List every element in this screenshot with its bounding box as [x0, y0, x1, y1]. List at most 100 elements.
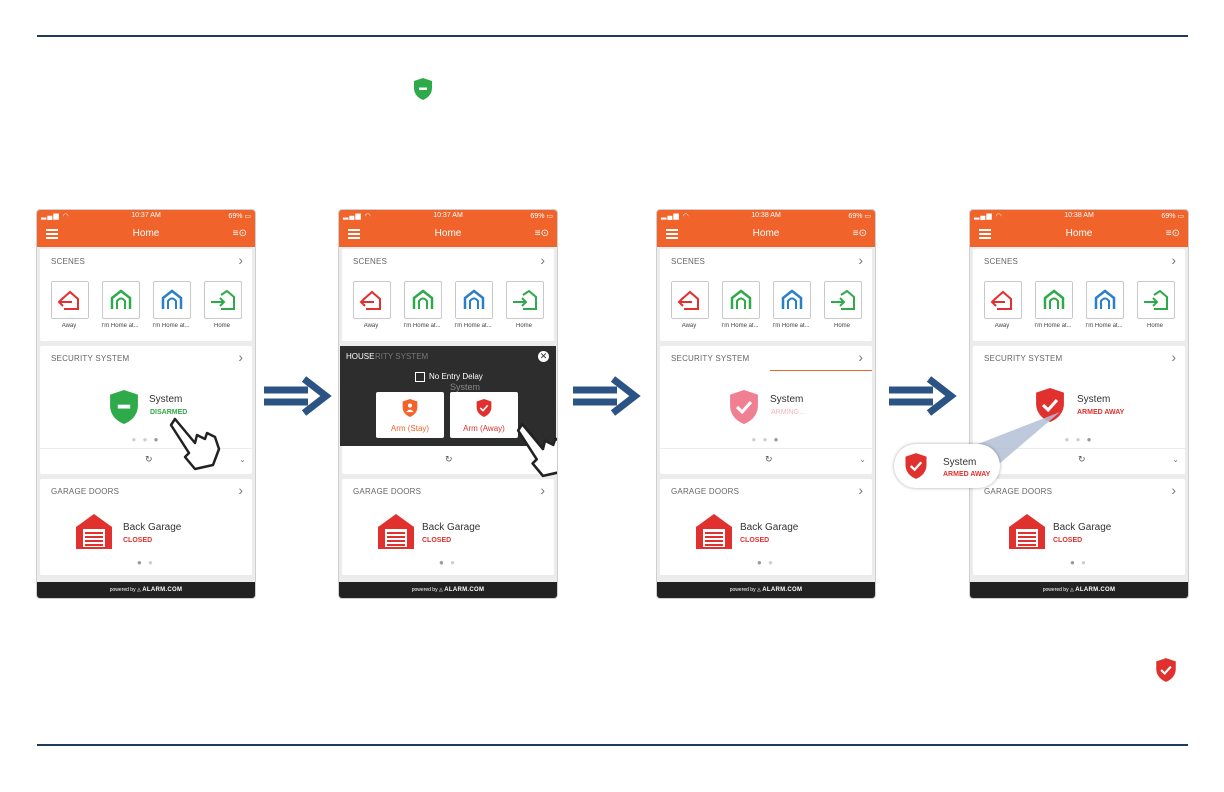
tasks-icon[interactable]: ≡⊙ — [232, 228, 247, 239]
scene-home-button[interactable] — [1137, 281, 1175, 319]
refresh-icon[interactable]: ↻ — [1078, 454, 1086, 464]
shield-disarmed-icon — [414, 78, 432, 100]
menu-icon[interactable] — [46, 229, 58, 239]
status-bar: ▂▄▆ ◠ 10:37 AM 69% ▭ — [339, 210, 557, 223]
scene-label: Home — [515, 323, 532, 329]
garage-state: CLOSED — [740, 537, 770, 544]
scenes-header: SCENES — [984, 257, 1019, 266]
refresh-icon[interactable]: ↻ — [445, 454, 453, 464]
nav-title: Home — [752, 228, 780, 239]
signal-icon: ▂▄▆ ◠ — [343, 213, 372, 220]
chevron-down-icon[interactable]: ⌄ — [239, 455, 246, 464]
bottom-rule — [37, 744, 1188, 746]
scene-away-button[interactable] — [671, 281, 709, 319]
scene-label: I'm Home at... — [403, 323, 441, 329]
garage-door-icon[interactable] — [74, 511, 114, 551]
armed-status-callout: System ARMED AWAY — [894, 444, 1000, 488]
garage-name: Back Garage — [123, 522, 182, 533]
chevron-down-icon[interactable]: ⌄ — [1172, 455, 1179, 464]
garage-state: CLOSED — [123, 537, 153, 544]
scene-label: I'm Home at... — [772, 323, 810, 329]
menu-icon[interactable] — [979, 229, 991, 239]
chevron-right-icon[interactable]: › — [858, 349, 863, 365]
night-scene-icon — [463, 289, 485, 309]
arm-away-button[interactable]: Arm (Away) — [450, 392, 518, 438]
scenes-header: SCENES — [353, 257, 388, 266]
stay-scene-icon — [1043, 289, 1065, 309]
scene-home-stay-button[interactable] — [722, 281, 760, 319]
chevron-right-icon[interactable]: › — [1171, 482, 1176, 498]
scene-home-stay-button[interactable] — [404, 281, 442, 319]
scene-home-night-button[interactable] — [153, 281, 191, 319]
pager-dots: ● ● ● — [1064, 435, 1094, 444]
chevron-right-icon[interactable]: › — [1171, 252, 1176, 268]
scene-home-button[interactable] — [824, 281, 862, 319]
chevron-right-icon[interactable]: › — [238, 252, 243, 268]
scene-home-night-button[interactable] — [455, 281, 493, 319]
callout-system-state: ARMED AWAY — [943, 471, 991, 478]
footer-brand: powered by ◬ ALARM.COM — [970, 582, 1188, 598]
no-entry-delay-checkbox[interactable] — [415, 372, 425, 382]
tasks-icon[interactable]: ≡⊙ — [1165, 228, 1180, 239]
refresh-icon[interactable]: ↻ — [145, 454, 153, 464]
chevron-right-icon[interactable]: › — [858, 482, 863, 498]
away-scene-icon — [359, 290, 381, 310]
status-bar: ▂▄▆ ◠ 10:38 AM 69% ▭ — [970, 210, 1188, 223]
chevron-down-icon[interactable]: ⌄ — [859, 455, 866, 464]
menu-icon[interactable] — [666, 229, 678, 239]
garage-door-icon[interactable] — [376, 511, 416, 551]
background-text: RITY SYSTEM — [375, 352, 429, 361]
scene-home-button[interactable] — [506, 281, 544, 319]
scene-away-button[interactable] — [984, 281, 1022, 319]
footer-brand: powered by ◬ ALARM.COM — [657, 582, 875, 598]
scene-away-button[interactable] — [353, 281, 391, 319]
home-scene-icon — [831, 289, 855, 310]
no-entry-delay-label: No Entry Delay — [429, 372, 483, 381]
arm-stay-label: Arm (Stay) — [390, 424, 430, 433]
card-divider — [660, 448, 872, 449]
garage-state: CLOSED — [1053, 537, 1083, 544]
arrow-right-icon — [889, 376, 957, 416]
scene-label: Home — [1146, 323, 1163, 329]
chevron-right-icon[interactable]: › — [858, 252, 863, 268]
scene-label: I'm Home at... — [1034, 323, 1072, 329]
pager-dots: ● ● ● — [751, 435, 781, 444]
arming-progress-bar — [770, 370, 872, 371]
menu-icon[interactable] — [348, 229, 360, 239]
shield-arming-icon[interactable] — [727, 388, 761, 426]
garage-header: GARAGE DOORS — [984, 487, 1053, 496]
shield-disarmed-icon[interactable] — [107, 388, 141, 426]
scenes-card: SCENES › Away I'm Home at... I'm Home at… — [660, 249, 872, 341]
scene-home-night-button[interactable] — [773, 281, 811, 319]
night-scene-icon — [1094, 289, 1116, 309]
chevron-right-icon[interactable]: › — [238, 482, 243, 498]
tasks-icon[interactable]: ≡⊙ — [534, 228, 549, 239]
pager-dots: ● ● — [757, 558, 775, 567]
close-icon[interactable]: ✕ — [538, 351, 549, 362]
scene-home-button[interactable] — [204, 281, 242, 319]
garage-header: GARAGE DOORS — [51, 487, 120, 496]
tasks-icon[interactable]: ≡⊙ — [852, 228, 867, 239]
garage-door-icon[interactable] — [1007, 511, 1047, 551]
signal-icon: ▂▄▆ ◠ — [661, 213, 690, 220]
chevron-right-icon[interactable]: › — [1171, 349, 1176, 365]
scene-label: Away — [994, 323, 1010, 329]
shield-stay-icon — [402, 399, 418, 417]
chevron-right-icon[interactable]: › — [540, 482, 545, 498]
scene-home-night-button[interactable] — [1086, 281, 1124, 319]
nav-bar: Home ≡⊙ — [970, 223, 1188, 247]
zoom-wedge — [978, 412, 1060, 470]
arm-stay-button[interactable]: Arm (Stay) — [376, 392, 444, 438]
night-scene-icon — [781, 289, 803, 309]
pager-dots: ● ● ● — [131, 435, 161, 444]
refresh-icon[interactable]: ↻ — [765, 454, 773, 464]
scene-away-button[interactable] — [51, 281, 89, 319]
garage-name: Back Garage — [740, 522, 799, 533]
chevron-right-icon[interactable]: › — [540, 252, 545, 268]
scene-home-stay-button[interactable] — [102, 281, 140, 319]
garage-door-icon[interactable] — [694, 511, 734, 551]
status-time: 10:38 AM — [751, 212, 781, 219]
scene-home-stay-button[interactable] — [1035, 281, 1073, 319]
scene-label: Home — [833, 323, 850, 329]
chevron-right-icon[interactable]: › — [238, 349, 243, 365]
